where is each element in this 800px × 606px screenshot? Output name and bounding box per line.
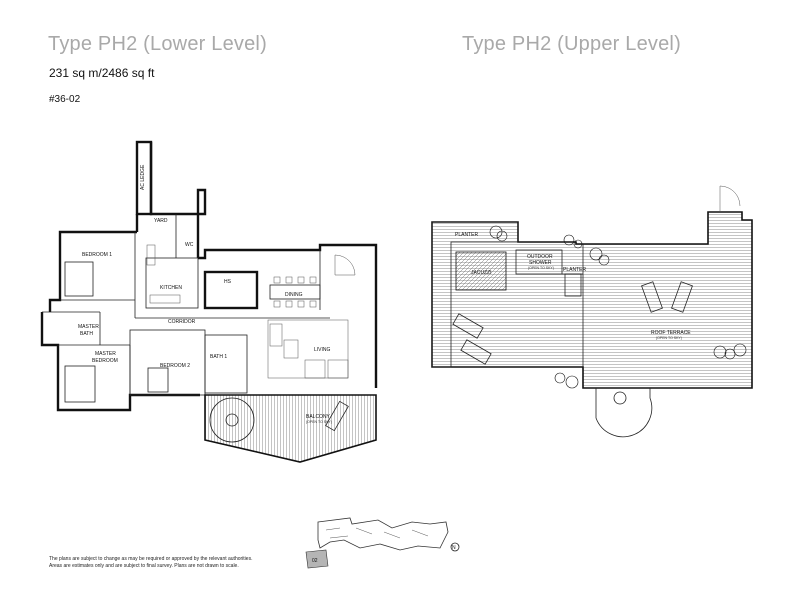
living-label: LIVING	[314, 347, 331, 353]
north-label: N	[452, 545, 456, 551]
upper-spiral-staircase	[595, 388, 653, 438]
outdoor-shower-note: (OPEN TO SKY)	[528, 266, 554, 270]
outdoor-shower-label-line2: SHOWER	[529, 260, 552, 266]
dining-table	[269, 284, 321, 300]
corridor-label: CORRIDOR	[168, 319, 196, 325]
disclaimer-line1: The plans are subject to change as may b…	[49, 556, 253, 562]
balcony-note: (OPEN TO SKY)	[306, 420, 332, 424]
unit-area: 231 sq m/2486 sq ft	[49, 66, 155, 80]
lower-level-title: Type PH2 (Lower Level)	[48, 33, 267, 55]
roof-terrace-note: (OPEN TO SKY)	[656, 336, 682, 340]
master-bedroom-label-line1: MASTER	[95, 351, 116, 357]
disclaimer: The plans are subject to change as may b…	[49, 556, 289, 570]
master-bath-label-line1: MASTER	[78, 324, 99, 330]
bath1-label: BATH 1	[210, 354, 227, 360]
kitchen-label: KITCHEN	[160, 285, 182, 291]
jacuzzi-label: JACUZZI	[471, 270, 492, 276]
bedroom1-bed	[64, 261, 94, 297]
master-bath-label-line2: BATH	[80, 331, 93, 337]
key-plan-unit-highlight	[305, 549, 329, 569]
bedroom2-bed	[147, 367, 169, 393]
spiral-staircase	[209, 397, 255, 443]
lower-level-plan: AC LEDGE YARD WC BEDROOM 1 KITCHEN HS DI…	[40, 140, 378, 463]
upper-level-title: Type PH2 (Upper Level)	[462, 33, 681, 55]
bedroom1-label: BEDROOM 1	[82, 252, 112, 258]
planter-label-1: PLANTER	[455, 232, 478, 238]
roof-terrace-deck	[431, 211, 753, 389]
jacuzzi	[455, 251, 507, 291]
planter-label-2: PLANTER	[563, 267, 586, 273]
disclaimer-line2: Areas are estimates only and are subject…	[49, 563, 239, 569]
outdoor-shower	[515, 249, 563, 275]
bedroom2-label: BEDROOM 2	[160, 363, 190, 369]
outdoor-shower-label-line1: OUTDOOR	[527, 254, 553, 260]
roof-terrace-label: ROOF TERRACE	[651, 330, 691, 336]
key-plan-unit-label: 02	[312, 558, 318, 564]
balcony-label: BALCONY	[306, 414, 331, 420]
master-bed	[64, 365, 96, 403]
balcony-deck	[204, 394, 377, 463]
planter-strip	[431, 221, 519, 368]
dining-label: DINING	[285, 292, 303, 298]
wc-label: WC	[185, 242, 194, 248]
upper-level-plan: PLANTER JACUZZI OUTDOOR SHOWER (OPEN TO …	[431, 185, 753, 438]
unit-number: #36-02	[49, 94, 81, 105]
hs-label: HS	[224, 279, 232, 285]
key-plan: 02 N	[305, 517, 460, 569]
yard-label: YARD	[154, 218, 168, 224]
ac-ledge-label: AC LEDGE	[140, 164, 146, 190]
north-arrow-icon	[450, 542, 460, 552]
master-bedroom-label-line2: BEDROOM	[92, 358, 118, 364]
